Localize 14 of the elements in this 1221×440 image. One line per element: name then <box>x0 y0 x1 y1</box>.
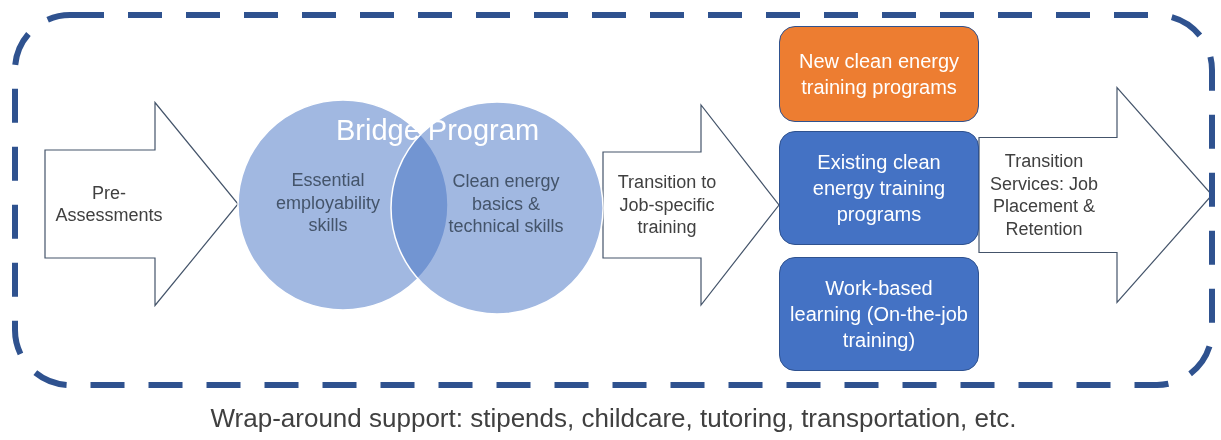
block-arrow <box>602 103 780 307</box>
skill-label: Clean energy basics & technical skills <box>447 170 565 238</box>
edge-label: Transition to Job-specific training <box>616 171 718 239</box>
program-label: Work-based learning (On-the-job training) <box>789 276 969 353</box>
program-label: Existing clean energy training programs <box>811 150 947 227</box>
program-label: New clean energy training programs <box>797 49 961 100</box>
program-box <box>779 257 979 371</box>
program-box <box>779 131 979 245</box>
edge-label: Pre-Assessments <box>54 181 164 227</box>
skill-label: Essential employability skills <box>274 169 381 237</box>
block-arrow <box>44 100 239 308</box>
support-note: Wrap-around support: stipends, childcare, tutoring, transportation, etc. <box>210 403 1017 433</box>
edge-label: Transition Services: Job Placement & Retention <box>988 150 1099 240</box>
program-box <box>779 26 979 122</box>
